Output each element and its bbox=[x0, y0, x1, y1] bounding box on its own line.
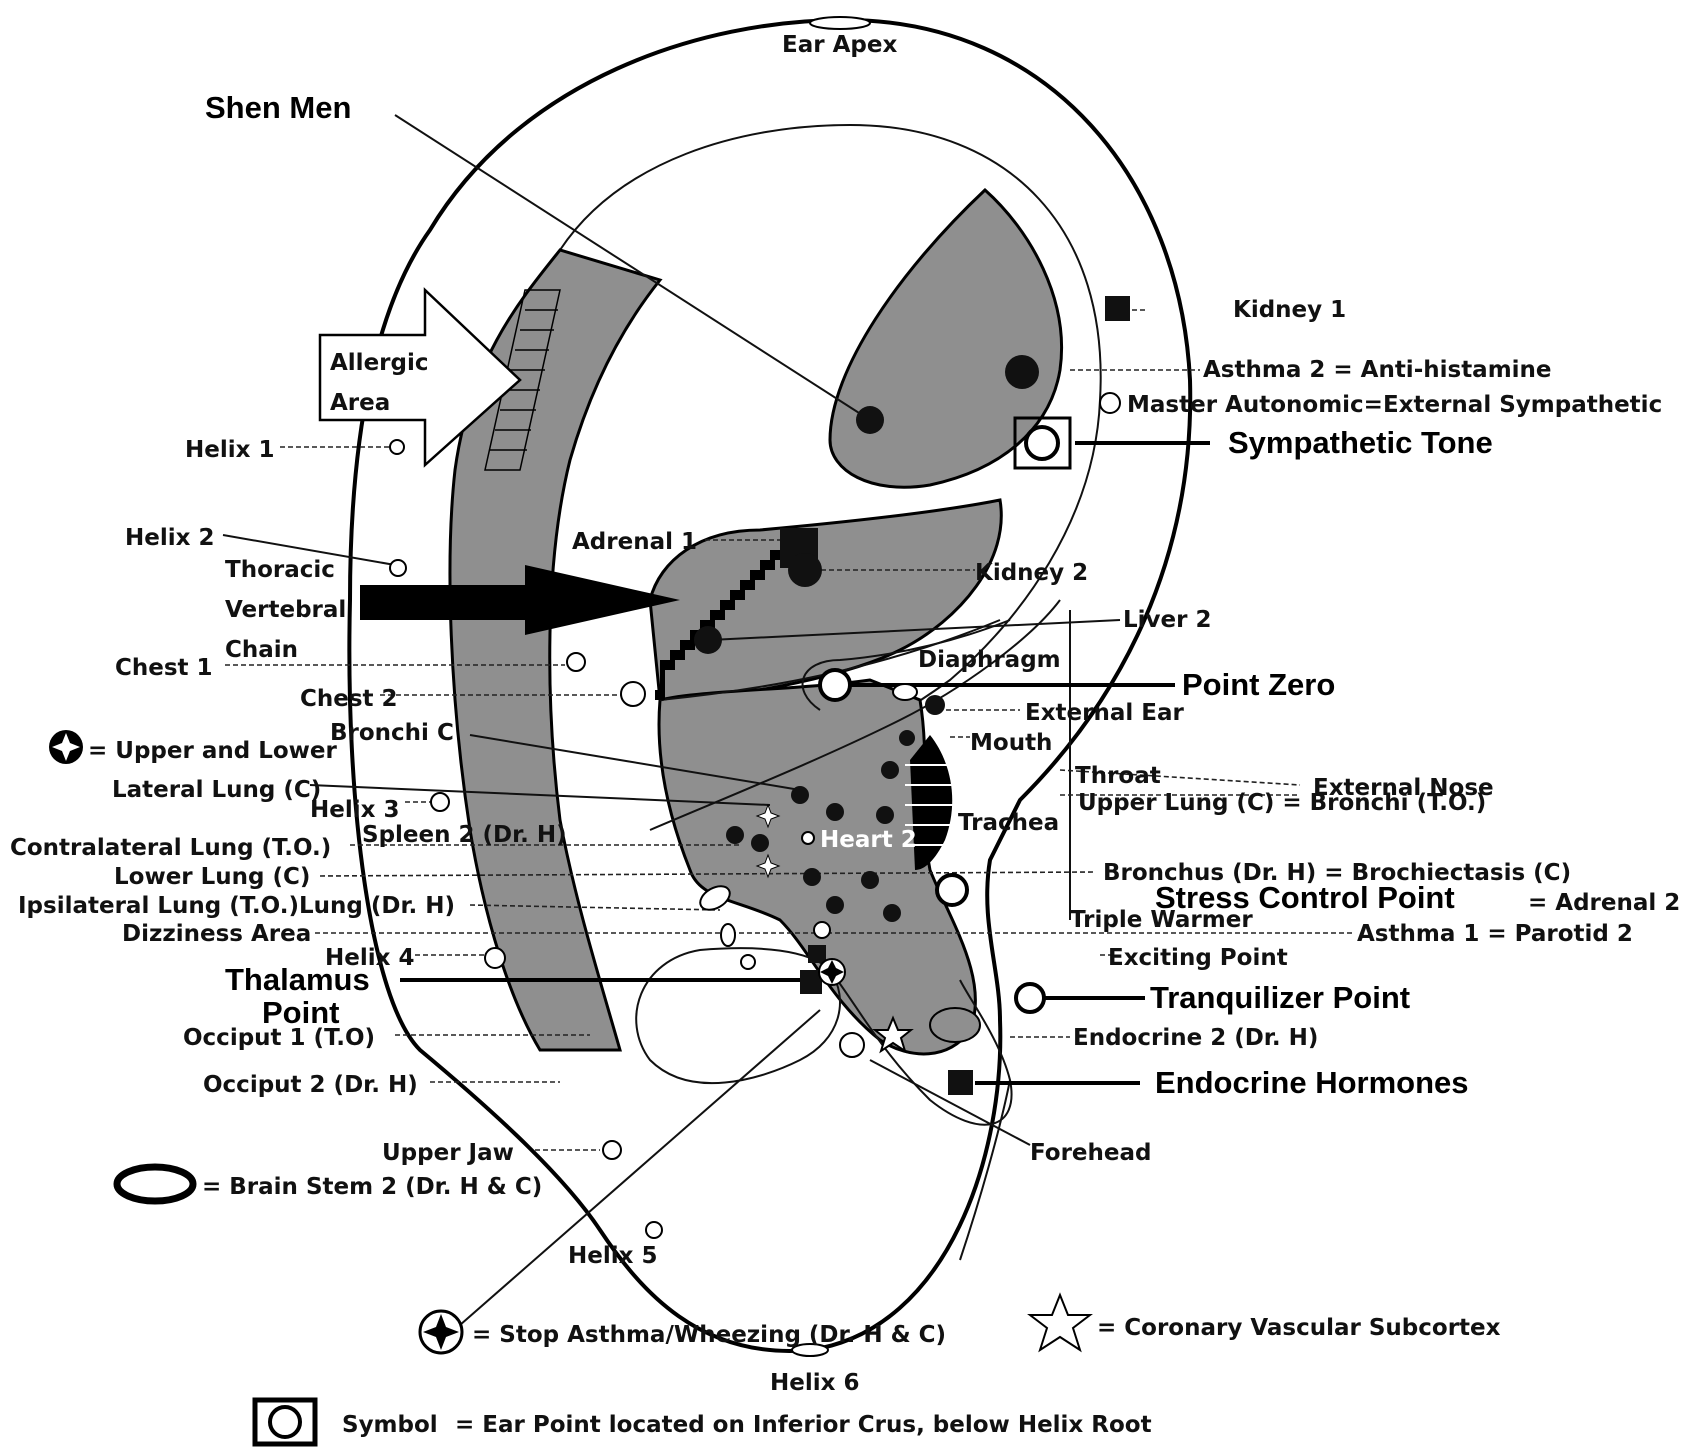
chest-1-point bbox=[567, 653, 585, 671]
label-upper-lung: Upper Lung (C) = Bronchi (T.O.) bbox=[1078, 790, 1486, 816]
label-coronary: = Coronary Vascular Subcortex bbox=[1097, 1315, 1501, 1341]
label-shen-men: Shen Men bbox=[205, 90, 351, 125]
label-occiput-2: Occiput 2 (Dr. H) bbox=[203, 1072, 418, 1098]
label-vertebral: Vertebral bbox=[225, 597, 346, 623]
label-kidney-1: Kidney 1 bbox=[1233, 297, 1346, 323]
label-adrenal-1: Adrenal 1 bbox=[572, 529, 697, 555]
label-lower-lung: Lower Lung (C) bbox=[114, 864, 310, 890]
endocrine-2-point bbox=[930, 1008, 980, 1042]
diaphragm-point bbox=[893, 684, 917, 700]
label-dizziness: Dizziness Area bbox=[122, 921, 311, 947]
legend-coronary-star-icon bbox=[1030, 1295, 1090, 1350]
label-allergic-area-2: Area bbox=[330, 390, 390, 416]
label-stop-asthma: = Stop Asthma/Wheezing (Dr. H & C) bbox=[472, 1322, 946, 1348]
occiput-point bbox=[741, 955, 755, 969]
label-spleen-2: Spleen 2 (Dr. H) bbox=[362, 822, 567, 848]
asthma-1-point bbox=[814, 922, 830, 938]
label-chest-2: Chest 2 bbox=[300, 686, 398, 712]
label-thoracic: Thoracic bbox=[225, 557, 335, 583]
label-upper-jaw: Upper Jaw bbox=[382, 1140, 514, 1166]
label-ipsilateral-lung: Ipsilateral Lung (T.O.)Lung (Dr. H) bbox=[18, 893, 455, 919]
endocrine-hormones-point bbox=[948, 1070, 973, 1095]
label-triple-warmer: Triple Warmer bbox=[1070, 907, 1253, 933]
chest-2-point bbox=[621, 682, 645, 706]
label-bronchi-c: Bronchi C bbox=[330, 720, 454, 746]
helix-3-point bbox=[431, 793, 449, 811]
label-external-ear: External Ear bbox=[1025, 700, 1185, 726]
label-trachea: Trachea bbox=[958, 810, 1059, 836]
external-ear-point bbox=[925, 695, 945, 715]
label-endocrine-hormones: Endocrine Hormones bbox=[1155, 1065, 1469, 1100]
label-liver-2: Liver 2 bbox=[1123, 607, 1212, 633]
stress-control-point bbox=[937, 875, 967, 905]
label-contralateral-lung: Contralateral Lung (T.O.) bbox=[10, 835, 331, 861]
label-mouth: Mouth bbox=[970, 730, 1052, 756]
label-ear-apex: Ear Apex bbox=[782, 32, 897, 58]
helix-5-point bbox=[646, 1222, 662, 1238]
kidney-1-point bbox=[1105, 296, 1130, 321]
label-forehead: Forehead bbox=[1030, 1140, 1151, 1166]
label-upper-lower: = Upper and Lower bbox=[88, 738, 338, 764]
forehead-point bbox=[840, 1033, 864, 1057]
heart-2-point bbox=[802, 832, 814, 844]
asthma-2-point bbox=[1005, 355, 1039, 389]
label-chest-1: Chest 1 bbox=[115, 655, 213, 681]
label-helix-2: Helix 2 bbox=[125, 525, 214, 551]
label-brain-stem: = Brain Stem 2 (Dr. H & C) bbox=[202, 1174, 542, 1200]
label-helix-5: Helix 5 bbox=[568, 1243, 657, 1269]
helix-2-point bbox=[390, 560, 406, 576]
label-symbol-definition: = Ear Point located on Inferior Crus, be… bbox=[455, 1412, 1152, 1438]
label-master-autonomic: Master Autonomic=External Sympathetic bbox=[1127, 392, 1662, 418]
exciting-point bbox=[808, 945, 826, 963]
label-thalamus-1: Thalamus bbox=[225, 962, 370, 997]
label-helix-3: Helix 3 bbox=[310, 797, 399, 823]
label-endocrine-2: Endocrine 2 (Dr. H) bbox=[1073, 1025, 1318, 1051]
label-adrenal-2: = Adrenal 2 bbox=[1528, 890, 1680, 916]
label-allergic-area-1: Allergic bbox=[330, 350, 429, 376]
helix-4-point bbox=[485, 948, 505, 968]
label-asthma-1: Asthma 1 = Parotid 2 bbox=[1357, 921, 1633, 947]
legend-brain-stem-icon bbox=[117, 1167, 193, 1201]
point-zero bbox=[820, 670, 850, 700]
label-sympathetic-tone: Sympathetic Tone bbox=[1228, 425, 1493, 460]
legend-stop-asthma-icon bbox=[420, 1311, 462, 1353]
label-exciting-point: Exciting Point bbox=[1108, 945, 1288, 971]
upper-jaw-point bbox=[603, 1141, 621, 1159]
label-lateral-lung: Lateral Lung (C) bbox=[112, 777, 321, 803]
label-occiput-1: Occiput 1 (T.O) bbox=[183, 1025, 375, 1051]
label-point-zero: Point Zero bbox=[1182, 667, 1335, 702]
label-chain: Chain bbox=[225, 637, 298, 663]
helix-1-point bbox=[390, 440, 404, 454]
kidney-2-point bbox=[788, 553, 822, 587]
label-asthma-2: Asthma 2 = Anti-histamine bbox=[1203, 357, 1552, 383]
label-throat: Throat bbox=[1075, 763, 1161, 789]
mouth-point bbox=[899, 730, 915, 746]
dizziness-point bbox=[721, 924, 735, 946]
label-helix-6: Helix 6 bbox=[770, 1370, 859, 1396]
label-diaphragm: Diaphragm bbox=[918, 647, 1061, 673]
shen-men-point bbox=[856, 406, 884, 434]
ear-apex-marker bbox=[810, 17, 870, 29]
liver-2-point bbox=[694, 626, 722, 654]
tranquilizer-point bbox=[1016, 984, 1044, 1012]
label-tranquilizer: Tranquilizer Point bbox=[1150, 980, 1410, 1015]
legend-upper-lower-icon bbox=[49, 730, 83, 764]
master-autonomic-point bbox=[1100, 393, 1120, 413]
label-helix-1: Helix 1 bbox=[185, 437, 274, 463]
label-kidney-2: Kidney 2 bbox=[975, 560, 1088, 586]
label-symbol-word: Symbol bbox=[342, 1412, 438, 1438]
legend-square-circle-symbol-icon bbox=[255, 1400, 315, 1444]
label-heart-2: Heart 2 bbox=[820, 827, 917, 853]
